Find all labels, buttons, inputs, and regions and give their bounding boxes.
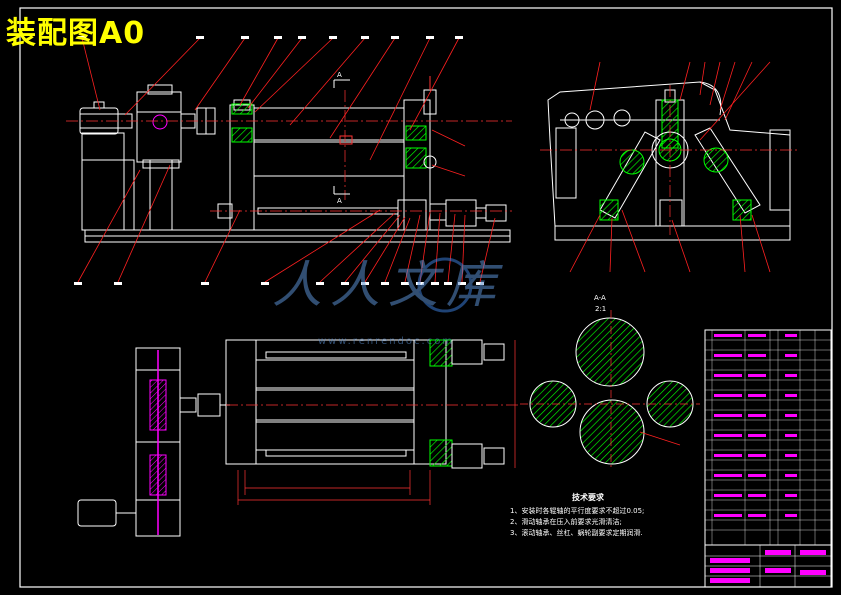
section-a-a-view xyxy=(520,310,700,470)
top-motor xyxy=(77,499,117,527)
parts-list-entries xyxy=(714,334,797,517)
technical-requirements: 技术要求 1、安装时各辊轴的平行度要求不超过0.05; 2、滑动轴承在压入前要求… xyxy=(510,492,644,537)
section-label: A-A xyxy=(594,294,606,302)
gear-reducer xyxy=(136,91,182,163)
section-marker-bottom: A xyxy=(337,197,342,205)
watermark-url: www.renrendoc.com xyxy=(318,336,454,347)
title-block xyxy=(704,544,832,588)
section-marker-top: A xyxy=(337,71,342,79)
tech-requirement-item: 3、滚动轴承、丝杠、蜗轮副要求定期润滑. xyxy=(510,528,643,537)
watermark-text: 人人文库 xyxy=(272,256,504,314)
side-frame xyxy=(547,81,791,227)
sheet-title: 装配图A0 xyxy=(6,16,146,51)
lower-roll xyxy=(253,141,405,177)
top-main-frame xyxy=(225,339,447,465)
front-view-balloons xyxy=(74,36,484,285)
parts-list-table xyxy=(704,329,832,546)
side-view xyxy=(540,81,800,241)
watermark: 人人文库 www.renrendoc.com xyxy=(272,256,504,347)
upper-roll xyxy=(253,107,405,141)
tech-requirement-item: 1、安装时各辊轴的平行度要求不超过0.05; xyxy=(510,506,644,515)
section-scale: 2:1 xyxy=(595,305,606,313)
tech-requirements-title: 技术要求 xyxy=(572,492,605,502)
tech-requirement-item: 2、滑动轴承在压入前要求光滑清洁; xyxy=(510,517,622,526)
drawing-border xyxy=(19,7,833,588)
top-view xyxy=(77,339,520,537)
front-view xyxy=(66,76,512,243)
motor-stand xyxy=(81,132,125,231)
section-roll-top xyxy=(575,317,645,387)
section-roll-bottom xyxy=(579,399,645,465)
side-view-leaders xyxy=(569,61,771,273)
worm-motor xyxy=(485,204,507,222)
parts-list-rows xyxy=(705,330,831,545)
front-view-leaders xyxy=(77,37,496,283)
right-inclined-arm xyxy=(694,127,761,214)
